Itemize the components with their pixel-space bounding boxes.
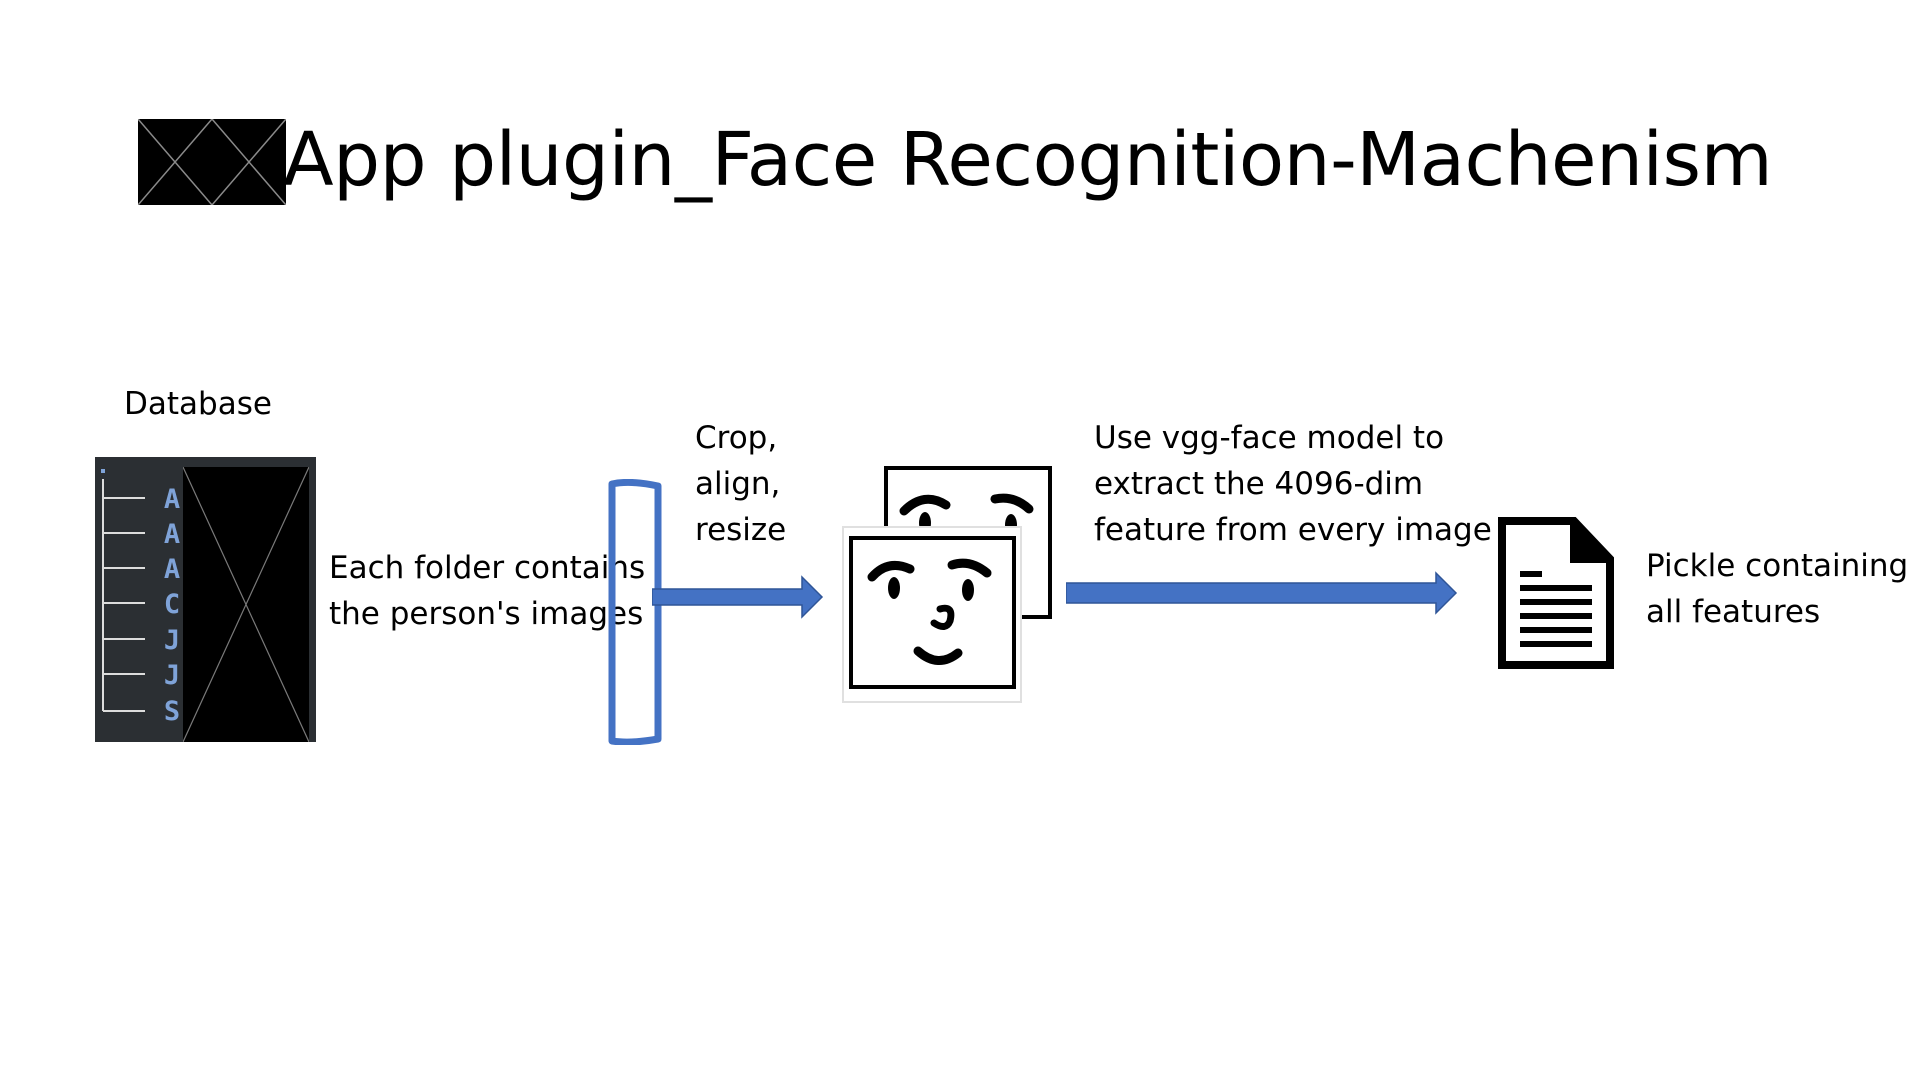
crop-description-line: align, bbox=[695, 466, 781, 502]
vgg-description: Use vgg-face model to extract the 4096-d… bbox=[1094, 415, 1492, 553]
crop-description-line: resize bbox=[695, 512, 787, 548]
folder-item[interactable]: J bbox=[163, 660, 181, 691]
document-icon bbox=[1498, 517, 1614, 669]
face-icon bbox=[842, 466, 1052, 703]
database-label: Database bbox=[124, 386, 272, 422]
folder-item[interactable]: C bbox=[163, 589, 181, 620]
image-placeholder-icon bbox=[183, 467, 309, 742]
folder-item[interactable]: A bbox=[163, 484, 181, 515]
folder-item[interactable]: A bbox=[163, 519, 181, 550]
arrow-right-icon bbox=[1066, 571, 1458, 615]
pickle-description-line: all features bbox=[1646, 594, 1821, 630]
page-title: App plugin_Face Recognition-Machenism bbox=[283, 117, 1773, 203]
folder-description-line: the person's images bbox=[329, 596, 644, 632]
bracket-shape bbox=[608, 479, 662, 745]
pickle-description-line: Pickle containing bbox=[1646, 548, 1909, 584]
folder-description-line: Each folder contains bbox=[329, 550, 646, 586]
folder-description: Each folder contains the person's images bbox=[329, 545, 645, 637]
folder-item[interactable]: J bbox=[163, 625, 181, 656]
arrow-right-icon bbox=[652, 575, 824, 619]
pickle-description: Pickle containing all features bbox=[1646, 543, 1908, 635]
folder-item[interactable]: S bbox=[163, 696, 181, 727]
vgg-description-line: extract the 4096-dim bbox=[1094, 466, 1424, 502]
crop-description-line: Crop, bbox=[695, 420, 778, 456]
crop-description: Crop, align, resize bbox=[695, 415, 786, 553]
tree-lines-icon bbox=[101, 469, 145, 712]
database-folder-tree: A A A C J J S bbox=[95, 457, 316, 742]
folder-item[interactable]: A bbox=[163, 554, 181, 585]
vgg-description-line: feature from every image bbox=[1094, 512, 1492, 548]
vgg-description-line: Use vgg-face model to bbox=[1094, 420, 1445, 456]
title-image-placeholder-icon bbox=[138, 119, 286, 205]
